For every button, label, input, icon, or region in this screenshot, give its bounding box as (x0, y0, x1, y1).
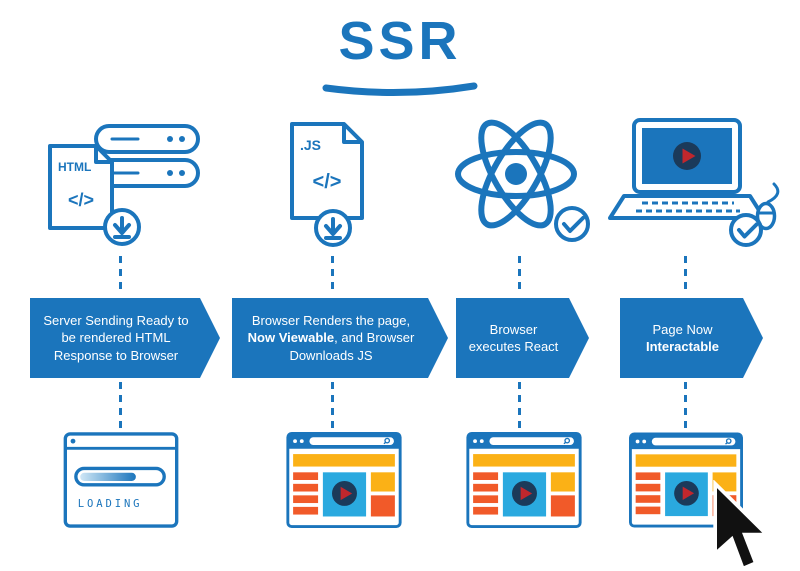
connector-line (331, 256, 334, 294)
browser-rendered (466, 432, 582, 528)
download-badge (103, 208, 141, 246)
search-bar (489, 437, 574, 445)
connector-line (119, 382, 122, 428)
code-glyph: </> (68, 190, 94, 210)
mouse-cursor-icon (713, 480, 772, 571)
check-badge (729, 213, 763, 247)
react-check-icon (442, 112, 600, 252)
step-banner-1-text: Server Sending Ready to be rendered HTML… (43, 313, 189, 363)
video-player (502, 472, 547, 517)
connector-line (518, 382, 521, 428)
code-glyph: </> (313, 171, 342, 193)
browser-rendered (286, 432, 402, 528)
step-banner-3-text: Browser executes React (468, 321, 559, 354)
step-banner-2-text: Browser Renders the page, Now Viewable, … (247, 313, 415, 363)
laptop-check-icon (608, 116, 780, 250)
step-banner-4: Page Now Interactable (620, 298, 763, 378)
step-banner-3: Browser executes React (456, 298, 589, 378)
check-badge (554, 206, 590, 242)
video-player (665, 472, 708, 517)
search-bar (309, 437, 394, 445)
video-player (322, 472, 367, 517)
step-banner-4-text: Page Now Interactable (646, 321, 719, 354)
search-bar (651, 437, 736, 446)
connector-line (331, 382, 334, 428)
browser-loading: LOADING (63, 432, 179, 528)
progress-bar (74, 466, 166, 487)
js-file-download-icon: .JS </> (272, 116, 394, 250)
connector-line (518, 256, 521, 294)
step-banner-2: Browser Renders the page, Now Viewable, … (232, 298, 448, 378)
mouse-icon (755, 182, 780, 231)
server-html-download-icon: HTML </> (38, 118, 206, 250)
page-title: SSR (338, 11, 462, 71)
download-badge (314, 209, 352, 247)
loading-text: LOADING (78, 498, 143, 510)
browser-rendered-with-cursor (629, 432, 772, 571)
connector-line (684, 382, 687, 428)
connector-line (119, 256, 122, 294)
connector-line (684, 256, 687, 294)
title-underline (322, 82, 478, 97)
html-file-label: HTML (58, 160, 91, 174)
js-file-label: .JS (300, 137, 321, 153)
play-button (673, 142, 701, 170)
step-banner-1: Server Sending Ready to be rendered HTML… (30, 298, 220, 378)
